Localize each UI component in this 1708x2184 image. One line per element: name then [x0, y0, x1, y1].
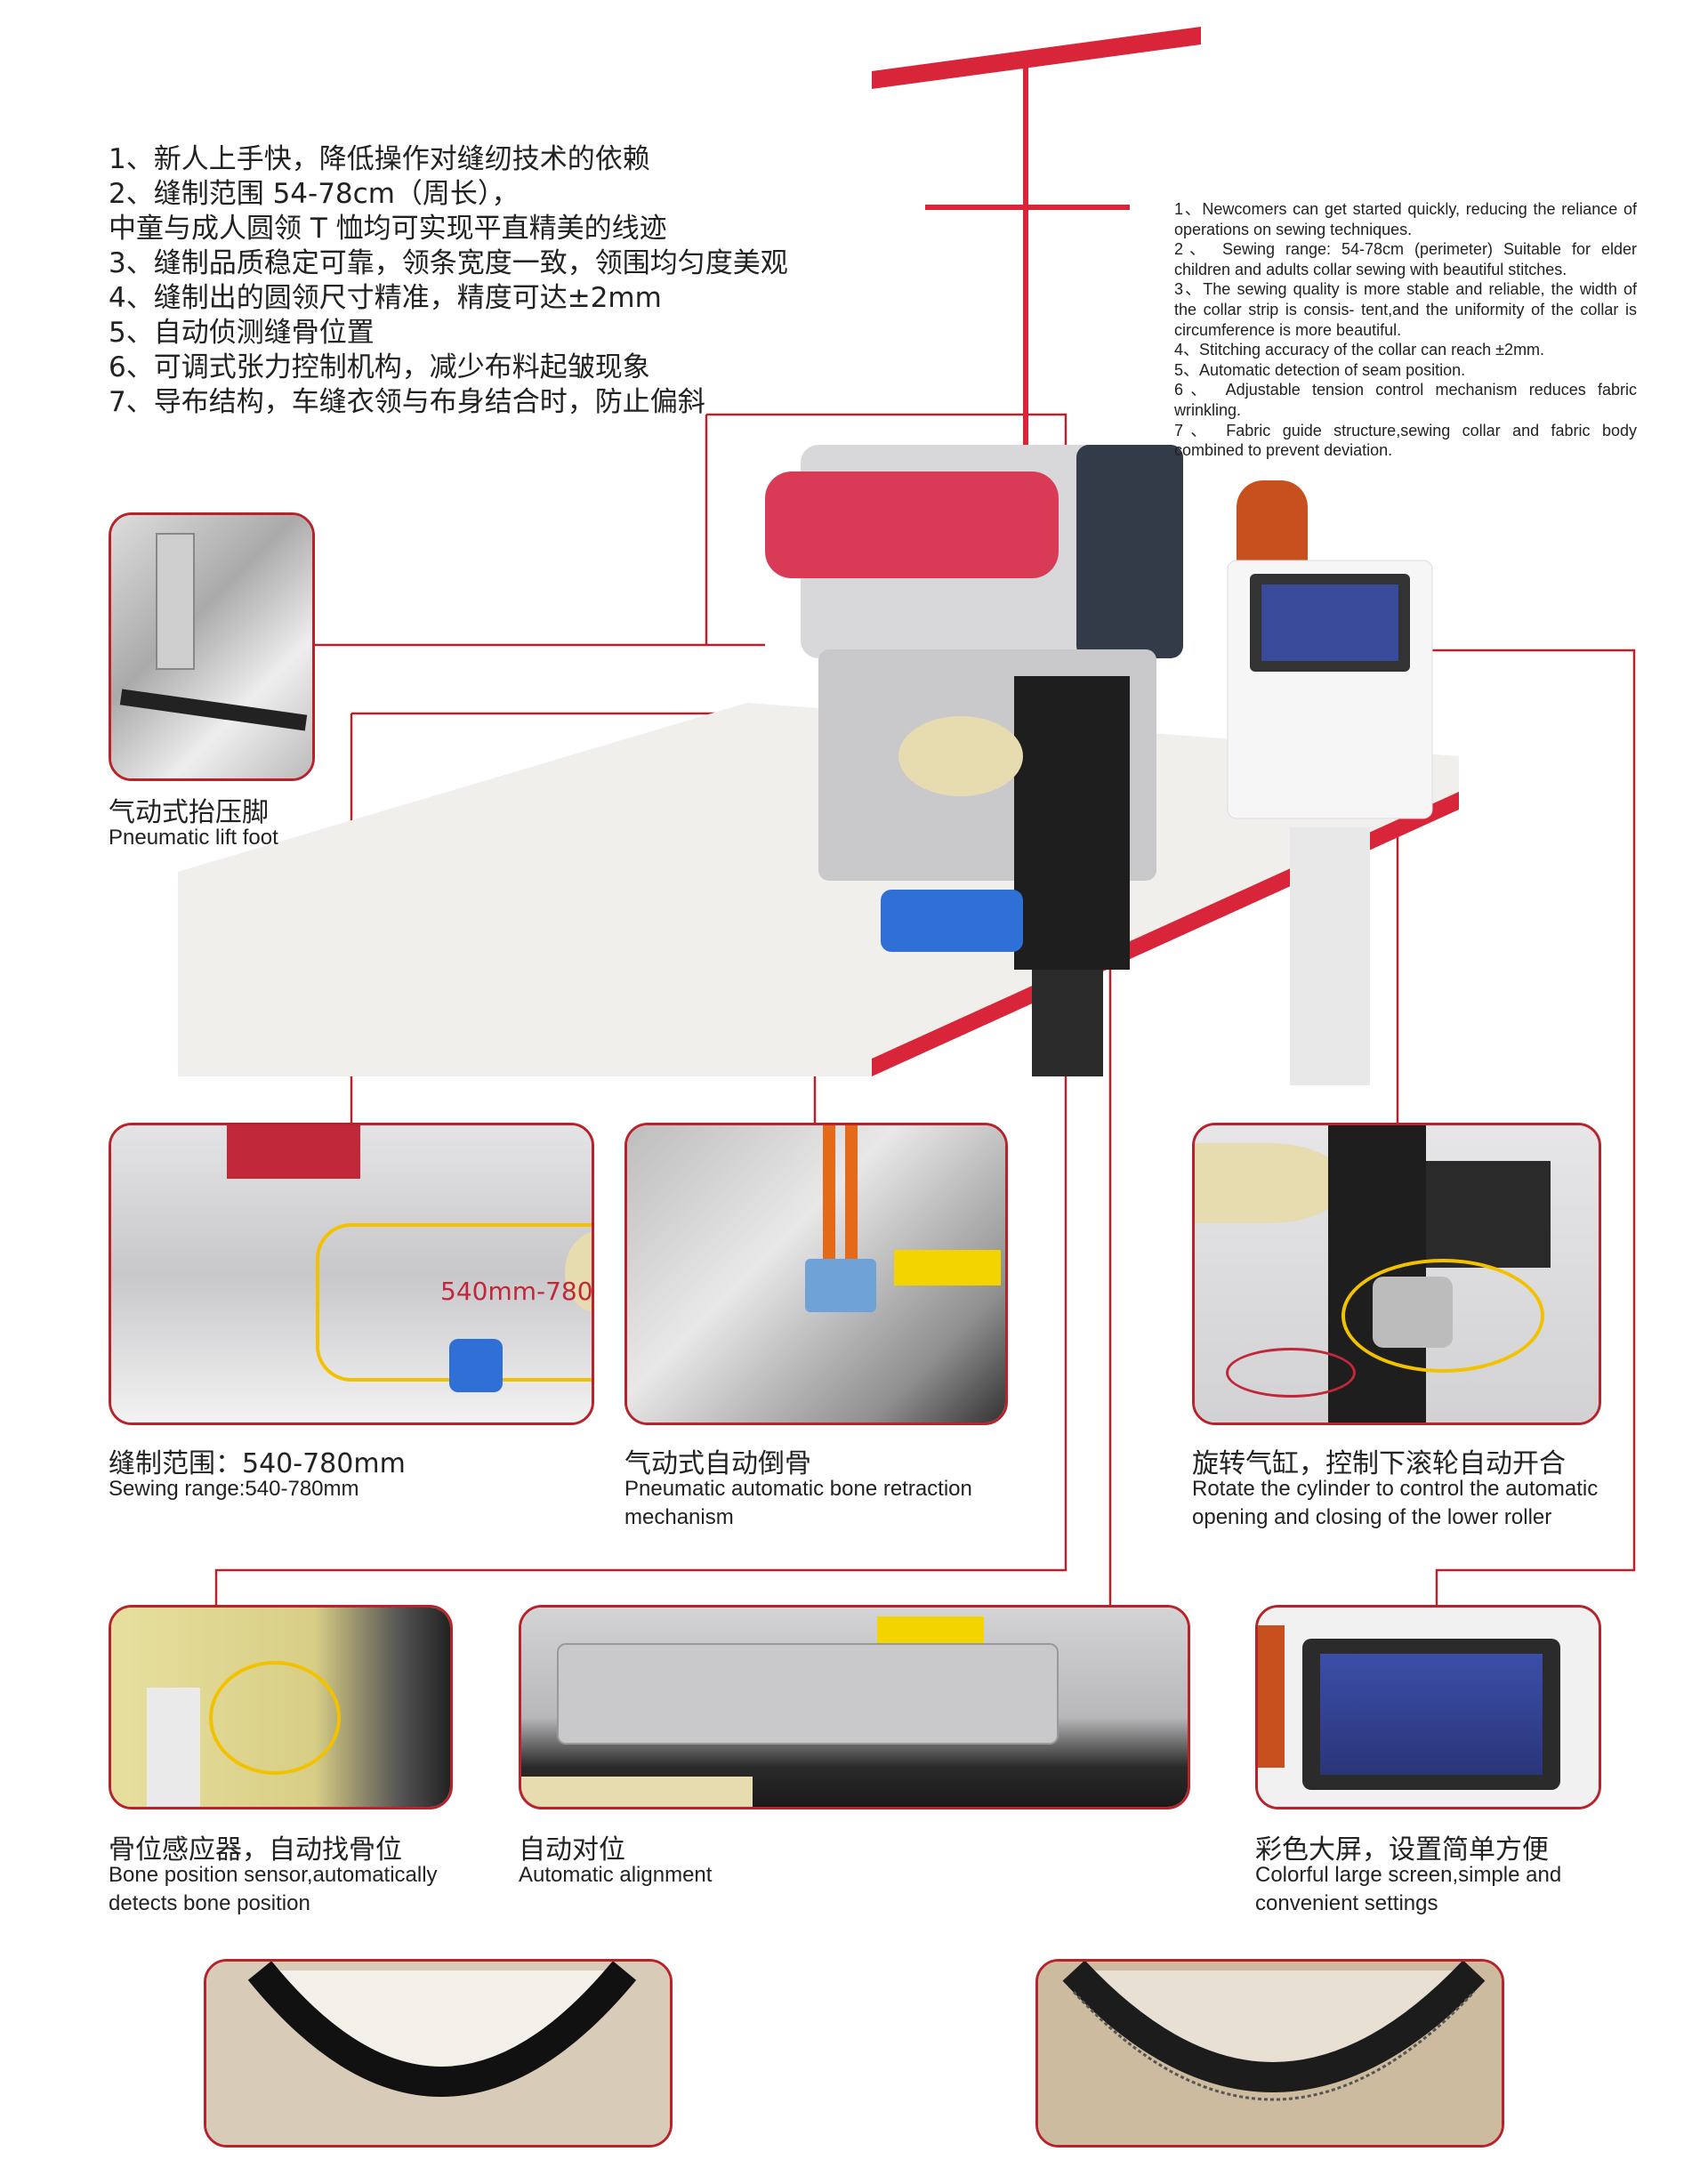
main-machine-photo: [178, 27, 1468, 1085]
feature-cn-item: 3、缝制品质稳定可靠，领条宽度一致，领围均匀度美观: [109, 247, 788, 279]
feature-cn-item: 2、缝制范围 54-78cm（周长），: [109, 178, 520, 210]
bone-sensor-caption-cn: 骨位感应器，自动找骨位: [109, 1834, 402, 1866]
lift-foot-caption-en: Pneumatic lift foot: [109, 826, 278, 850]
photo-collar-sample-2: [1035, 1959, 1504, 2148]
feature-cn-item: 1、新人上手快，降低操作对缝纫技术的依赖: [109, 143, 650, 175]
lift-foot-caption-cn: 气动式抬压脚: [109, 797, 269, 828]
photo-collar-sample-1: [204, 1959, 673, 2148]
feature-en-item: 2、 Sewing range: 54-78cm (perimeter) Sui…: [1174, 240, 1637, 278]
screen-caption-cn: 彩色大屏，设置简单方便: [1255, 1834, 1549, 1866]
feature-en-item: 3、The sewing quality is more stable and …: [1174, 280, 1637, 339]
feature-en-item: 7、 Fabric guide structure,sewing collar …: [1174, 421, 1637, 460]
connector-bone-sensor: [214, 801, 1068, 1605]
feature-cn-item: 7、导布结构，车缝衣领与布身结合时，防止偏斜: [109, 386, 705, 418]
alignment-caption-en: Automatic alignment: [519, 1863, 713, 1887]
sewing-range-caption-cn: 缝制范围：540-780mm: [109, 1448, 406, 1479]
photo-lift-foot: [109, 512, 315, 781]
bone-retraction-caption-cn: 气动式自动倒骨: [624, 1448, 811, 1479]
connector-screen: [1398, 649, 1636, 1605]
collar-1-illustration: [247, 1962, 637, 2097]
alignment-caption-cn: 自动对位: [519, 1834, 625, 1866]
sewing-range-caption-en: Sewing range:540-780mm: [109, 1477, 359, 1501]
photo-sewing-range: 540mm-780mm: [109, 1123, 594, 1425]
photo-rotate-cylinder: [1192, 1123, 1601, 1425]
feature-en-item: 5、Automatic detection of seam position.: [1174, 360, 1466, 379]
sewing-range-photo-label: 540mm-780mm: [440, 1277, 593, 1306]
bone-retraction-caption-en: Pneumatic automatic bone retraction mech…: [624, 1477, 972, 1529]
feature-en-item: 4、Stitching accuracy of the collar can r…: [1174, 341, 1545, 359]
features-en-list: 1、Newcomers can get started quickly, red…: [1174, 199, 1637, 461]
machine-illustration: [178, 27, 1459, 1085]
photo-screen: [1255, 1605, 1601, 1809]
photo-alignment: [519, 1605, 1190, 1809]
feature-cn-item: 4、缝制出的圆领尺寸精准，精度可达±2mm: [109, 282, 662, 314]
rotate-cylinder-caption-en: Rotate the cylinder to control the autom…: [1192, 1477, 1599, 1529]
feature-cn-item: 5、自动侦测缝骨位置: [109, 317, 375, 349]
feature-cn-item: 6、可调式张力控制机构，减少布料起皱现象: [109, 351, 650, 383]
features-cn-list: 1、新人上手快，降低操作对缝纫技术的依赖 2、缝制范围 54-78cm（周长），…: [109, 142, 788, 420]
screen-caption-en: Colorful large screen,simple and conveni…: [1255, 1863, 1562, 1915]
rotate-cylinder-caption-cn: 旋转气缸，控制下滚轮自动开合: [1192, 1448, 1566, 1479]
feature-en-item: 6、 Adjustable tension control mechanism …: [1174, 381, 1637, 419]
photo-bone-sensor: [109, 1605, 453, 1809]
collar-2-illustration: [1062, 1962, 1486, 2101]
feature-en-item: 1、Newcomers can get started quickly, red…: [1174, 200, 1637, 238]
feature-cn-item: 中童与成人圆领 T 恤均可实现平直精美的线迹: [109, 213, 667, 245]
bone-sensor-caption-en: Bone position sensor,automatically detec…: [109, 1863, 438, 1915]
photo-bone-retraction: [624, 1123, 1008, 1425]
